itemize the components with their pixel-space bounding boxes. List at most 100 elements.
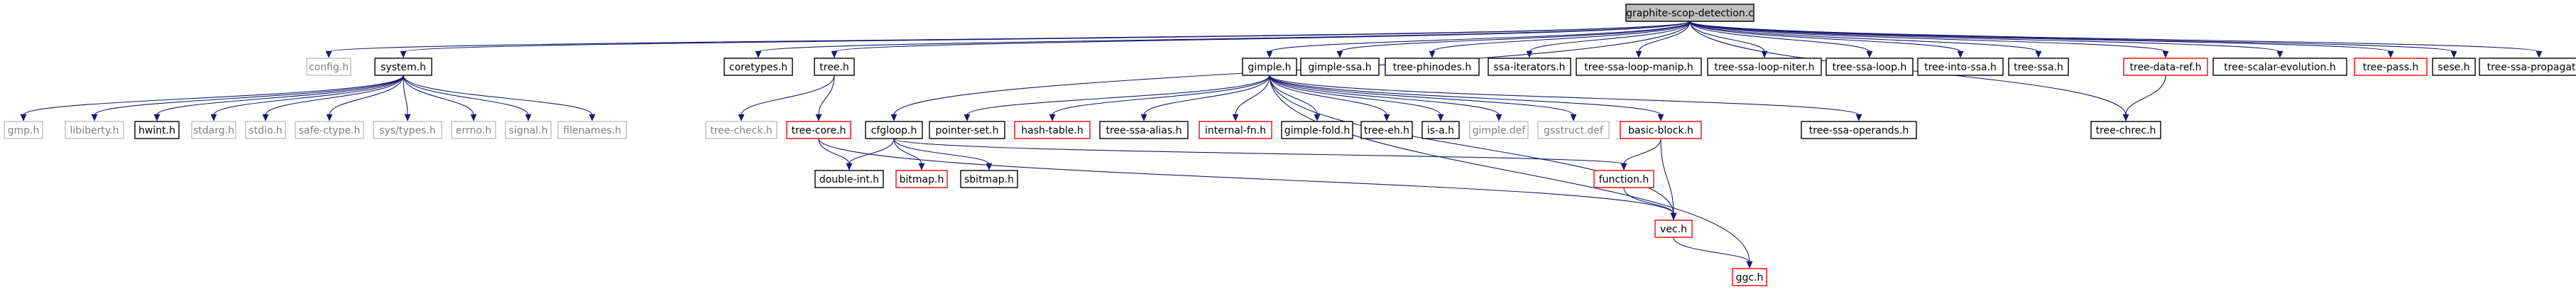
node-sese[interactable]: sese.h <box>2432 58 2476 76</box>
node-tree-ssa[interactable]: tree-ssa.h <box>2008 58 2069 76</box>
node-tree-check[interactable]: tree-check.h <box>705 121 777 139</box>
node-gimple[interactable]: gimple.h <box>1242 58 1297 76</box>
node-hash-table[interactable]: hash-table.h <box>1014 121 1091 139</box>
node-tree-chrec[interactable]: tree-chrec.h <box>2090 121 2161 139</box>
node-box <box>1281 121 1353 139</box>
edge-gimple-to-basic-block <box>1269 75 1661 116</box>
node-tree-scalar-evolution[interactable]: tree-scalar-evolution.h <box>2212 58 2347 76</box>
edge-root-to-gimple-ssa <box>1339 21 1691 53</box>
edge-gimple-to-gimple-fold <box>1269 75 1318 116</box>
node-label: sese.h <box>2438 62 2469 73</box>
node-box <box>1576 58 1702 76</box>
node-config[interactable]: config.h <box>306 58 351 76</box>
edge-basic-block-to-function <box>1623 138 1661 165</box>
node-hwint[interactable]: hwint.h <box>134 121 180 139</box>
edge-arrowhead <box>1570 114 1577 121</box>
edge-arrowhead <box>964 114 971 121</box>
node-label: vec.h <box>1660 224 1687 235</box>
node-tree[interactable]: tree.h <box>814 58 855 76</box>
edge-gimple-to-is-a <box>1269 75 1441 116</box>
edge-root-to-tree-into-ssa <box>1689 21 1961 53</box>
node-tree-into-ssa[interactable]: tree-into-ssa.h <box>1917 58 2004 76</box>
node-errno[interactable]: errno.h <box>451 121 496 139</box>
node-ssa-iterators[interactable]: ssa-iterators.h <box>1488 58 1571 76</box>
node-double-int[interactable]: double-int.h <box>814 170 884 188</box>
node-box <box>1593 170 1654 188</box>
node-vec[interactable]: vec.h <box>1654 220 1693 238</box>
node-tree-ssa-alias[interactable]: tree-ssa-alias.h <box>1099 121 1189 139</box>
edge-system-to-safe-ctype <box>329 75 404 116</box>
edge-arrowhead <box>326 114 333 121</box>
node-sbitmap[interactable]: sbitmap.h <box>960 170 1018 188</box>
node-libiberty[interactable]: libiberty.h <box>65 121 124 139</box>
node-safe-ctype[interactable]: safe-ctype.h <box>295 121 364 139</box>
edge-root-to-tree <box>834 21 1691 53</box>
node-gmp[interactable]: gmp.h <box>4 121 43 139</box>
node-label: gimple-ssa.h <box>1308 62 1371 73</box>
node-tree-ssa-loop-manip[interactable]: tree-ssa-loop-manip.h <box>1576 58 1702 76</box>
node-gimple-ssa[interactable]: gimple-ssa.h <box>1300 58 1380 76</box>
node-label: gmp.h <box>8 125 40 136</box>
node-label: config.h <box>309 62 349 73</box>
node-tree-ssa-loop-niter[interactable]: tree-ssa-loop-niter.h <box>1707 58 1822 76</box>
node-box <box>724 58 793 76</box>
node-box <box>1488 58 1571 76</box>
node-is-a[interactable]: is-a.h <box>1421 121 1460 139</box>
node-system[interactable]: system.h <box>374 58 432 76</box>
node-stdio[interactable]: stdio.h <box>245 121 286 139</box>
node-box <box>1537 121 1610 139</box>
node-label: tree-core.h <box>792 125 846 136</box>
node-tree-core[interactable]: tree-core.h <box>786 121 851 139</box>
node-gsstruct-def[interactable]: gsstruct.def <box>1537 121 1610 139</box>
edge-arrowhead <box>91 114 98 121</box>
edge-arrowhead <box>1746 261 1753 269</box>
node-tree-pass[interactable]: tree-pass.h <box>2354 58 2428 76</box>
node-label: signal.h <box>509 125 548 136</box>
node-filenames[interactable]: filenames.h <box>557 121 627 139</box>
node-label: errno.h <box>456 125 491 136</box>
node-box <box>2432 58 2476 76</box>
node-function[interactable]: function.h <box>1593 170 1654 188</box>
node-tree-phinodes[interactable]: tree-phinodes.h <box>1385 58 1480 76</box>
node-tree-eh[interactable]: tree-eh.h <box>1360 121 1413 139</box>
node-pointer-set[interactable]: pointer-set.h <box>929 121 1005 139</box>
node-bitmap[interactable]: bitmap.h <box>895 170 948 188</box>
node-label: tree-ssa-operands.h <box>1809 125 1909 136</box>
edge-arrowhead <box>470 114 477 121</box>
edge-arrowhead <box>1437 114 1444 121</box>
node-tree-ssa-loop[interactable]: tree-ssa-loop.h <box>1825 58 1914 76</box>
edge-arrowhead <box>1140 114 1147 121</box>
node-label: internal-fn.h <box>1205 125 1266 136</box>
edge-arrowhead <box>1049 114 1056 121</box>
node-ggc[interactable]: ggc.h <box>1732 268 1767 286</box>
node-tree-ssa-propagate[interactable]: tree-ssa-propagate.h <box>2479 58 2576 76</box>
edge-gimple-to-tree-ssa-alias <box>1143 75 1270 116</box>
node-label: tree-chrec.h <box>2096 125 2156 136</box>
edge-arrowhead <box>1957 50 1964 58</box>
node-cfgloop[interactable]: cfgloop.h <box>865 121 923 139</box>
node-internal-fn[interactable]: internal-fn.h <box>1199 121 1272 139</box>
edge-arrowhead <box>1383 114 1390 121</box>
node-box <box>1014 121 1091 139</box>
node-label: tree.h <box>819 62 849 73</box>
node-tree-data-ref[interactable]: tree-data-ref.h <box>2123 58 2208 76</box>
node-box <box>1199 121 1272 139</box>
node-tree-ssa-operands[interactable]: tree-ssa-operands.h <box>1801 121 1917 139</box>
node-gimple-def[interactable]: gimple.def <box>1469 121 1529 139</box>
edge-arrowhead <box>1429 50 1436 58</box>
node-label: stdio.h <box>249 125 282 136</box>
edge-root-to-ssa-iterators <box>1529 21 1691 53</box>
node-gimple-fold[interactable]: gimple-fold.h <box>1281 121 1353 139</box>
node-coretypes[interactable]: coretypes.h <box>724 58 793 76</box>
node-basic-block[interactable]: basic-block.h <box>1620 121 1702 139</box>
edge-system-to-errno <box>403 75 474 116</box>
edge-tree-core-to-double-int <box>818 138 850 165</box>
node-signal[interactable]: signal.h <box>505 121 552 139</box>
node-box <box>306 58 351 76</box>
node-label: tree-into-ssa.h <box>1924 62 1997 73</box>
node-box <box>191 121 236 139</box>
node-sys-types[interactable]: sys/types.h <box>373 121 442 139</box>
edge-arrowhead <box>815 114 822 121</box>
edge-cfgloop-to-bitmap <box>893 138 922 165</box>
node-stdarg[interactable]: stdarg.h <box>191 121 236 139</box>
